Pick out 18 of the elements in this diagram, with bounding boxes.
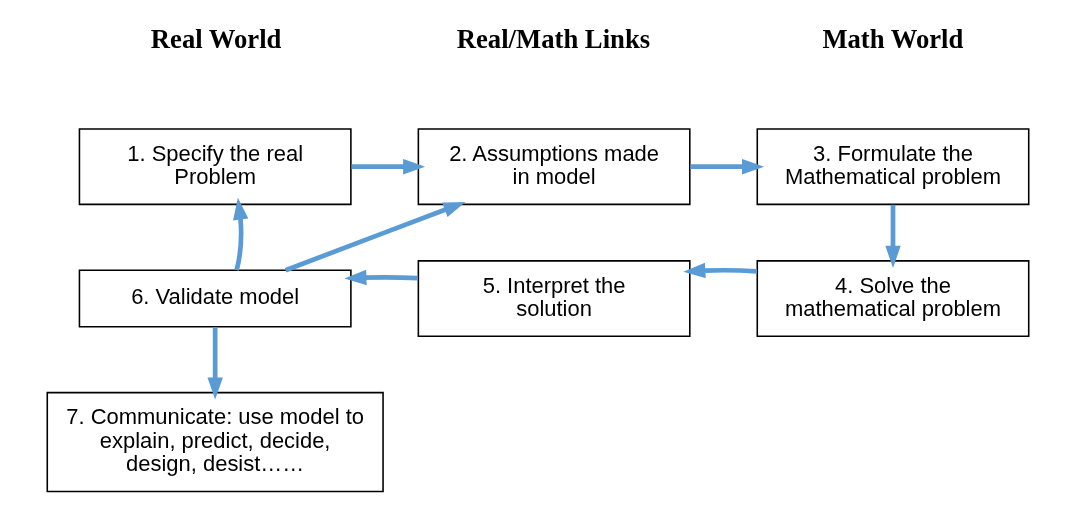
- node-box: 5. Interpret the solution: [417, 260, 691, 337]
- node-box: 4. Solve the mathematical problem: [756, 260, 1029, 337]
- label: Real/Math Links: [456, 24, 650, 55]
- arrow: [884, 204, 901, 268]
- node-box: 7. Communicate: use model to explain, predict, decide, design, desist……: [46, 391, 384, 493]
- node-box: 3. Formulate the Mathematical problem: [756, 128, 1029, 206]
- label: Real World: [150, 24, 281, 55]
- arrow: [689, 159, 764, 175]
- arrow: [206, 327, 223, 400]
- arrow: [232, 197, 248, 271]
- arrow: [343, 269, 418, 286]
- label: Math World: [821, 24, 963, 55]
- node-box: 1. Specify the real Problem: [78, 128, 352, 206]
- arrow: [682, 262, 757, 279]
- arrow: [351, 159, 425, 175]
- arrow: [284, 201, 465, 273]
- node-box: 2. Assumptions made in model: [417, 128, 691, 206]
- node-box: 6. Validate model: [78, 269, 352, 328]
